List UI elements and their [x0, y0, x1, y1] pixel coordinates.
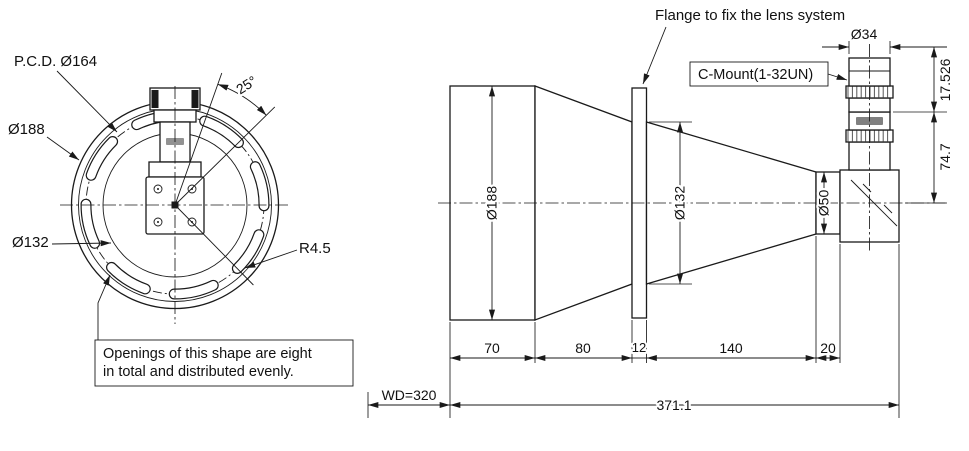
cmount-leader	[827, 73, 848, 81]
note-line-1: Openings of this shape are eight	[103, 346, 312, 362]
cmount-offset-dimension: 17.526	[937, 58, 953, 101]
front-outer-dia-callout: Ø188	[8, 121, 45, 138]
slot-radial	[174, 204, 254, 286]
top-dia-dimension: Ø34	[851, 26, 878, 42]
pcd-leader	[56, 70, 118, 133]
inner-dia-leader	[51, 240, 112, 247]
flange-dia-dimension: Ø132	[672, 186, 688, 220]
angle-dimension-arc	[217, 83, 267, 116]
front-inner-dia-callout: Ø132	[12, 234, 49, 251]
angle-radial-1	[174, 106, 276, 206]
segment-70-dimension: 70	[484, 340, 500, 356]
front-view: 25° P.C.D. Ø164 Ø188 Ø132 R4.5 Openings …	[6, 51, 354, 387]
mirror-tick-2	[883, 204, 893, 214]
angle-radial-2	[174, 72, 223, 206]
pcd-callout: P.C.D. Ø164	[14, 53, 97, 70]
segment-140-dimension: 140	[719, 340, 743, 356]
clamp-block-right	[191, 90, 199, 108]
note-box	[94, 339, 354, 387]
cmount-callout: C-Mount(1-32UN)	[698, 67, 813, 83]
angle-dimension-text: 25°	[233, 72, 259, 97]
clamp-block-left	[151, 90, 159, 108]
axis-offset-dimension: 74.7	[937, 143, 953, 170]
segment-12-dimension: 12	[632, 340, 646, 355]
flange-note-leader	[642, 26, 667, 85]
barrel-dia-dimension: Ø188	[484, 186, 500, 220]
side-view: Flange to fix the lens system C-Mount(1-…	[367, 5, 955, 418]
note-line-2: in total and distributed evenly.	[103, 364, 294, 380]
mount-screws	[153, 184, 197, 227]
working-distance-dimension: WD=320	[382, 387, 437, 403]
segment-80-dimension: 80	[575, 340, 591, 356]
slot-radius-callout: R4.5	[299, 240, 331, 257]
note-leader	[97, 274, 111, 340]
flange-note: Flange to fix the lens system	[655, 7, 845, 24]
segment-20-dimension: 20	[820, 340, 836, 356]
slot-radius-leader	[244, 249, 298, 269]
exit-dia-dimension: Ø50	[816, 190, 832, 217]
outer-dia-leader	[46, 136, 80, 161]
overall-length-dimension: 371.1	[656, 397, 691, 413]
